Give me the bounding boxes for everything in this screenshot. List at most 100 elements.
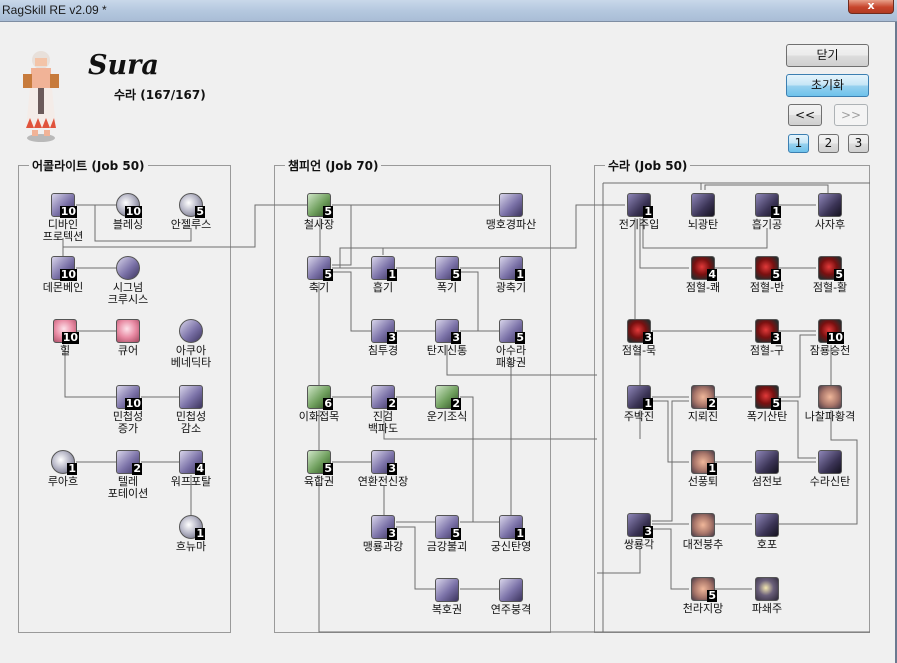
skill-raging-explosion[interactable]: 5 폭기산탄 bbox=[729, 385, 805, 423]
angelus-icon: 5 bbox=[179, 193, 205, 218]
skill-finger-offensive[interactable]: 3 탄지신통 bbox=[409, 319, 485, 357]
skill-root[interactable]: 6 이화접목 bbox=[281, 385, 357, 423]
blessing-icon: 10 bbox=[116, 193, 142, 218]
next-page-button[interactable]: >> bbox=[834, 104, 868, 126]
skill-pneuma[interactable]: 1 흐뉴마 bbox=[153, 515, 229, 553]
skill-tiger-cannon[interactable]: 맹호경파산 bbox=[473, 193, 549, 231]
skill-tiger-cannon-sura[interactable]: 호포 bbox=[729, 513, 805, 551]
skill-level: 5 bbox=[707, 589, 717, 602]
skill-divine-protection[interactable]: 10 디바인 프로텍션 bbox=[25, 193, 101, 243]
knuckle-arrow-icon bbox=[818, 450, 842, 474]
skill-zen[interactable]: 1 광축기 bbox=[473, 256, 549, 294]
skill-sky-net[interactable]: 1 선풍퇴 bbox=[665, 450, 741, 488]
skill-aqua-benedicta[interactable]: 아쿠아 베네딕타 bbox=[153, 319, 229, 369]
cursed-circle-icon: 1 bbox=[627, 385, 653, 410]
skill-name: 아쿠아 베네딕타 bbox=[170, 344, 212, 369]
skill-lightning-ride[interactable]: 뇌광탄 bbox=[665, 193, 741, 231]
skill-sky-net-blow[interactable]: 5 천라지망 bbox=[665, 577, 741, 615]
skill-absorb-spirits[interactable]: 1 흡기 bbox=[345, 256, 421, 294]
skill-decrease-agi[interactable]: 민첩성 감소 bbox=[153, 385, 229, 435]
skill-name: 흡기공 bbox=[751, 218, 783, 231]
skill-chain-combo[interactable]: 3 연환전신장 bbox=[345, 450, 421, 488]
skill-spirits-recovery[interactable]: 2 운기조식 bbox=[409, 385, 485, 423]
skill-tiger-knuckle[interactable]: 복호권 bbox=[409, 578, 485, 616]
skill-asura-strike[interactable]: 5 아수라 패황권 bbox=[473, 319, 549, 369]
skill-snap[interactable]: 1 궁신탄영 bbox=[473, 515, 549, 553]
skill-increase-agi[interactable]: 10 민첩성 증가 bbox=[90, 385, 166, 435]
skill-cure[interactable]: 큐어 bbox=[90, 319, 166, 357]
skill-name: 연환전신장 bbox=[357, 475, 409, 488]
sky-net-blow-icon: 5 bbox=[691, 577, 717, 602]
skill-flash-step[interactable]: 섬전보 bbox=[729, 450, 805, 488]
dragon-combo-icon: 3 bbox=[627, 513, 653, 538]
skill-signum-crucis[interactable]: 시그넘 크루시스 bbox=[90, 256, 166, 306]
reset-button[interactable]: 초기화 bbox=[786, 74, 869, 97]
skill-fallen-empire[interactable]: 대전붕추 bbox=[665, 513, 741, 551]
skill-triple-attack[interactable]: 5 육합권 bbox=[281, 450, 357, 488]
skill-blessing[interactable]: 10 블레싱 bbox=[90, 193, 166, 231]
skill-combo-finish[interactable]: 3 맹룡과강 bbox=[345, 515, 421, 553]
skill-fury[interactable]: 5 폭기 bbox=[409, 256, 485, 294]
skill-lion-roar[interactable]: 사자후 bbox=[792, 193, 868, 231]
skill-level: 1 bbox=[195, 527, 205, 540]
skill-earth-shaker[interactable]: 2 지뢰진 bbox=[665, 385, 741, 423]
skill-blade-stop[interactable]: 2 진검 백파도 bbox=[345, 385, 421, 435]
job-title: Sura bbox=[88, 50, 159, 81]
skill-pressure-revitalize[interactable]: 5 점혈-활 bbox=[792, 256, 868, 294]
skill-name: 섬전보 bbox=[751, 475, 783, 488]
skill-power-velocity[interactable]: 1 전기주입 bbox=[601, 193, 677, 231]
heal-icon: 10 bbox=[53, 319, 79, 344]
skill-name: 민첩성 증가 bbox=[112, 410, 144, 435]
skill-level: 10 bbox=[61, 331, 79, 344]
skill-level: 2 bbox=[451, 397, 461, 410]
skill-ruwach[interactable]: 1 루아흐 bbox=[25, 450, 101, 488]
skill-name: 점혈-쾌 bbox=[685, 281, 721, 294]
acolyte-group-label: 어콜라이트 (Job 50) bbox=[29, 157, 148, 174]
skill-call-spirits[interactable]: 5 축기 bbox=[281, 256, 357, 294]
skill-cursed-circle[interactable]: 1 주박진 bbox=[601, 385, 677, 423]
skill-teleport[interactable]: 2 텔레 포테이션 bbox=[90, 450, 166, 500]
skill-knuckle-arrow[interactable]: 수라신탄 bbox=[792, 450, 868, 488]
tiger-cannon-sura-icon bbox=[755, 513, 779, 537]
skill-level: 10 bbox=[59, 268, 77, 281]
skill-rising-dragon[interactable]: 10 잠룡승천 bbox=[792, 319, 868, 357]
skill-level: 5 bbox=[323, 205, 333, 218]
skill-level: 1 bbox=[387, 268, 397, 281]
skill-name: 운기조식 bbox=[426, 410, 468, 423]
page-2-button[interactable]: 2 bbox=[818, 134, 839, 153]
skill-level: 4 bbox=[707, 268, 717, 281]
page-1-button[interactable]: 1 bbox=[788, 134, 809, 153]
close-button[interactable]: 닫기 bbox=[786, 44, 869, 67]
skill-pressure-cure[interactable]: 3 점혈-구 bbox=[729, 319, 805, 357]
skill-name: 쌍룡각 bbox=[623, 538, 655, 551]
sky-net-icon: 1 bbox=[691, 450, 717, 475]
skill-chain-crush[interactable]: 연주붕격 bbox=[473, 578, 549, 616]
skill-dragon-combo[interactable]: 3 쌍룡각 bbox=[601, 513, 677, 551]
skill-iron-hand[interactable]: 5 철사장 bbox=[281, 193, 357, 231]
skill-pressure-change[interactable]: 5 점혈-반 bbox=[729, 256, 805, 294]
skill-demon-bane[interactable]: 10 데몬베인 bbox=[25, 256, 101, 294]
skill-pressure-silence[interactable]: 3 점혈-묵 bbox=[601, 319, 677, 357]
window-close-button[interactable]: x bbox=[848, 0, 894, 14]
skill-level: 5 bbox=[451, 268, 461, 281]
skill-steel-body[interactable]: 5 금강불괴 bbox=[409, 515, 485, 553]
skill-name: 힐 bbox=[59, 344, 71, 357]
page-3-button[interactable]: 3 bbox=[848, 134, 869, 153]
skill-warp-portal[interactable]: 4 워프포탈 bbox=[153, 450, 229, 488]
skill-gentle-touch[interactable]: 1 흡기공 bbox=[729, 193, 805, 231]
skill-level: 3 bbox=[451, 331, 461, 344]
ruwach-icon: 1 bbox=[51, 450, 77, 475]
skill-level: 1 bbox=[771, 205, 781, 218]
skill-name: 안젤루스 bbox=[170, 218, 212, 231]
skill-pressure-quick[interactable]: 4 점혈-쾌 bbox=[665, 256, 741, 294]
skill-name: 아수라 패황권 bbox=[495, 344, 527, 369]
skill-crescent-elbow[interactable]: 파쇄주 bbox=[729, 577, 805, 615]
prev-page-button[interactable]: << bbox=[788, 104, 822, 126]
skill-name: 뇌광탄 bbox=[687, 218, 719, 231]
skill-rampage-blaster[interactable]: 나찰파황격 bbox=[792, 385, 868, 423]
pressure-quick-icon: 4 bbox=[691, 256, 717, 281]
skill-name: 선풍퇴 bbox=[687, 475, 719, 488]
skill-dodge[interactable]: 3 침투경 bbox=[345, 319, 421, 357]
skill-angelus[interactable]: 5 안젤루스 bbox=[153, 193, 229, 231]
skill-heal[interactable]: 10 힐 bbox=[27, 319, 103, 357]
